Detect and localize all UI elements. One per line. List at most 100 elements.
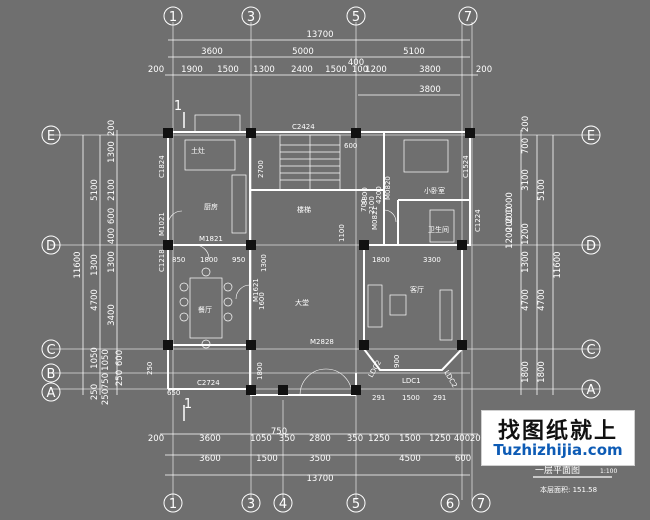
- tag-c1218: C1218: [158, 249, 166, 272]
- dim-bot-r2-1: 1500: [256, 454, 278, 464]
- dim-right-in-0: 1000: [505, 192, 515, 214]
- tag-d1800b: 1800: [200, 256, 218, 264]
- axis-bottom-4: 4: [279, 497, 287, 512]
- tag-d2700: 2700: [257, 160, 265, 178]
- dim-bot-r2-2: 3500: [309, 454, 331, 464]
- axis-right-A: A: [587, 383, 596, 398]
- dim-left-total: 11600: [73, 251, 83, 278]
- axis-left-D: D: [46, 239, 56, 254]
- tag-d850: 850: [172, 256, 185, 264]
- dim-right-r3-6: 1800: [521, 361, 531, 383]
- dim-right-r3-0: 200: [521, 116, 531, 132]
- dim-bot-r1-1: 3600: [199, 434, 221, 444]
- dim-top-r3-9: 3800: [419, 65, 441, 75]
- dim-top-r3-6: 400: [348, 58, 364, 68]
- dim-right-r2-2: 1800: [537, 361, 547, 383]
- tag-c2424: C2424: [292, 123, 315, 131]
- dim-top-r4-0: 3800: [419, 85, 441, 95]
- axis-left-E: E: [47, 129, 55, 144]
- dim-bot-r2-4: 600: [455, 454, 471, 464]
- axis-left-C: C: [46, 343, 55, 358]
- tag-d3300: 3300: [423, 256, 441, 264]
- tag-ldc2-b: LDC2: [442, 369, 458, 389]
- dim-right-in-1: 200: [505, 207, 515, 223]
- tag-m0821: M0821: [371, 206, 379, 230]
- dim-left-r3-1: 1300: [107, 141, 117, 163]
- plan-scale: 1:100: [600, 468, 617, 475]
- tag-d1500: 1500: [402, 394, 420, 402]
- axis-right-E: E: [587, 129, 595, 144]
- axis-right-D: D: [586, 239, 596, 254]
- dim-top-r3-4: 2400: [291, 65, 313, 75]
- axis-bottom-6: 6: [446, 497, 454, 512]
- dim-bot-r1-10: 400: [454, 434, 470, 444]
- dim-right-r3-1: 700: [521, 138, 531, 154]
- dim-left-r3-5: 1300: [107, 251, 117, 273]
- axis-bottom-3: 3: [247, 497, 255, 512]
- section-mark-top: 1: [174, 99, 182, 114]
- dim-top-r3-1: 1900: [181, 65, 203, 75]
- dim-right-r2-1: 4700: [537, 289, 547, 311]
- tag-m1621: M1621: [252, 278, 260, 302]
- dim-right-r3-5: 4700: [521, 289, 531, 311]
- tag-d1800c: 1800: [256, 362, 264, 380]
- dim-bot-r2-3: 4500: [399, 454, 421, 464]
- room-living: 客厅: [410, 285, 424, 294]
- dim-left-r3-11: 250: [115, 370, 125, 386]
- room-bath: 卫生间: [428, 225, 449, 234]
- dim-top-b: 5000: [292, 47, 314, 57]
- dim-left-r2-2: 4700: [90, 289, 100, 311]
- room-kitchen: 厨房: [204, 202, 218, 211]
- dim-top-a: 3600: [201, 47, 223, 57]
- tag-d1100: 1100: [338, 224, 346, 242]
- room-dining: 餐厅: [198, 305, 212, 314]
- dim-right-r3-3: 1200: [521, 223, 531, 245]
- dim-top-r3-10: 200: [476, 65, 492, 75]
- dim-left-r3-2: 2100: [107, 179, 117, 201]
- tag-c1224: C1224: [474, 209, 482, 232]
- dim-left-r3-8: 750: [101, 373, 111, 389]
- dim-bot-r1-3: 750: [271, 427, 287, 437]
- tag-m1821: M1821: [199, 235, 223, 243]
- axis-top-1: 1: [169, 10, 177, 25]
- dim-left-r3-6: 3400: [107, 304, 117, 326]
- tag-d700: 700: [360, 199, 368, 212]
- dim-right-in-2: 200: [505, 216, 515, 232]
- watermark-banner: 找图纸就上 Tuzhizhijia.com: [481, 410, 635, 466]
- tag-d291a: 291: [372, 394, 385, 402]
- tag-d1300: 1300: [260, 254, 268, 272]
- dim-bot-r1-0: 200: [148, 434, 164, 444]
- tag-d2100: 2100: [368, 196, 376, 214]
- tag-m1021: M1021: [158, 212, 166, 236]
- dim-top-total: 13700: [306, 30, 333, 40]
- tag-m0820: M0820: [384, 176, 392, 200]
- tag-d600: 600: [344, 142, 357, 150]
- dim-bot-r2-0: 3600: [199, 454, 221, 464]
- dim-top-r3-8: 1200: [365, 65, 387, 75]
- dim-bot-r1-2: 1050: [250, 434, 272, 444]
- dim-top-r3-7: 100: [352, 65, 368, 75]
- dim-left-r3-9: 250: [101, 389, 111, 405]
- dim-right-r2-0: 5100: [537, 179, 547, 201]
- dim-bot-total: 13700: [306, 474, 333, 484]
- dim-top-r3-5: 1500: [325, 65, 347, 75]
- tag-d900: 900: [393, 355, 401, 368]
- dim-right-in-3: 1200: [505, 227, 515, 249]
- tag-d291b: 291: [433, 394, 446, 402]
- dim-bot-r1-6: 350: [347, 434, 363, 444]
- axis-right-C: C: [586, 343, 595, 358]
- dim-bot-r1-11: 200: [470, 434, 486, 444]
- tag-m2828: M2828: [310, 338, 334, 346]
- tag-d950: 950: [232, 256, 245, 264]
- axis-bottom-1: 1: [169, 497, 177, 512]
- dim-left-r2-1: 1300: [90, 254, 100, 276]
- section-mark-bottom: 1: [184, 397, 192, 412]
- plan-title: 一层平面图: [535, 465, 580, 476]
- tag-d650: 650: [167, 389, 180, 397]
- room-tuzao: 土灶: [191, 146, 205, 155]
- dim-bot-r1-8: 1500: [399, 434, 421, 444]
- dim-bot-r1-4: 350: [279, 434, 295, 444]
- dim-bot-r1-9: 1250: [429, 434, 451, 444]
